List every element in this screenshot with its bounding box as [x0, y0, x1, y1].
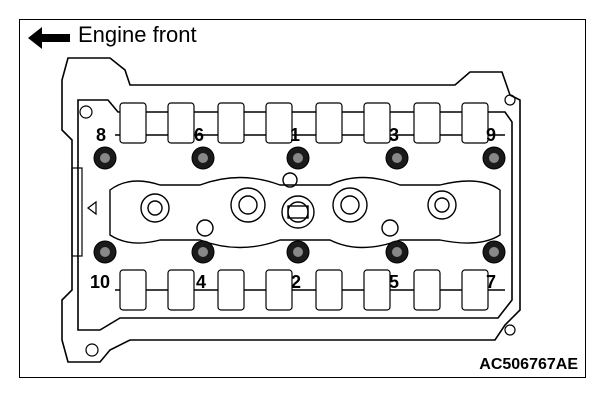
bolt-label-3: 3 [389, 125, 399, 145]
engine-front-arrow-icon [28, 27, 70, 49]
diagram-code: AC506767AE [479, 356, 578, 373]
bolt-label-4: 4 [196, 272, 206, 292]
cam-bearing-lower-row [119, 269, 489, 311]
center-body [109, 172, 501, 249]
bolt-label-9: 9 [486, 125, 496, 145]
cam-bearing-upper-row [119, 102, 489, 144]
head-bolts [93, 146, 506, 264]
left-side-plate [71, 94, 516, 357]
bolt-label-10: 10 [90, 272, 110, 292]
bolt-label-5: 5 [389, 272, 399, 292]
bolt-label-2: 2 [291, 272, 301, 292]
bolt-label-6: 6 [194, 125, 204, 145]
bolt-label-8: 8 [96, 125, 106, 145]
engine-front-label: Engine front [78, 22, 197, 47]
bolt-label-1: 1 [290, 125, 300, 145]
bolt-label-7: 7 [486, 272, 496, 292]
